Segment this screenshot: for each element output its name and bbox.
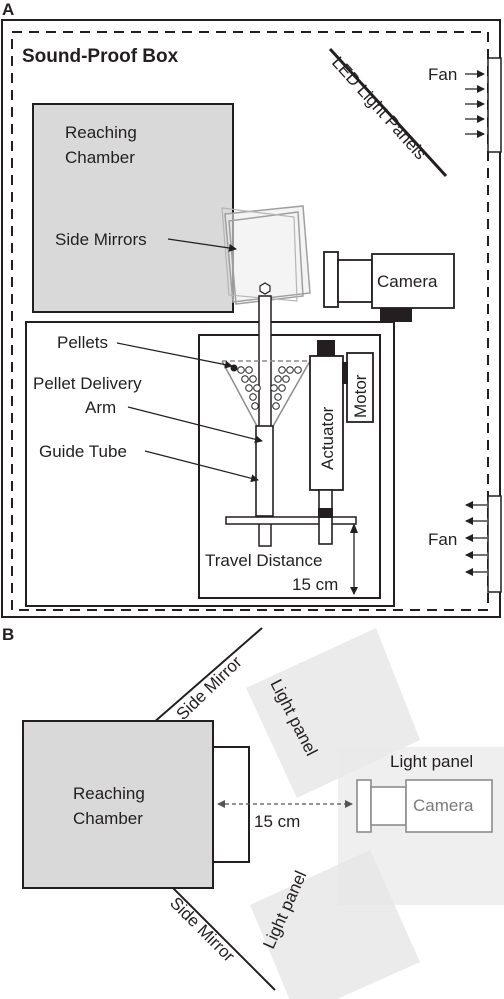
actuator-body — [309, 355, 344, 491]
actuator-label: Actuator — [318, 406, 337, 470]
reaching-chamber-a-label-1: Reaching — [65, 123, 137, 142]
led-light-panel-bar — [328, 47, 448, 178]
panel-b: B Side Mirror Side Mirror Reaching Chamb… — [2, 625, 504, 999]
side-mirror-bottom-line — [164, 879, 276, 991]
side-mirrors-pointer — [167, 238, 237, 252]
led-light-panels-label: LED Light Panels — [328, 53, 430, 163]
pellet-hopper — [221, 360, 311, 429]
fan-bottom-label: Fan — [428, 530, 457, 549]
pellet-delivery-pointer — [127, 406, 263, 444]
panel-b-letter: B — [2, 625, 14, 644]
travel-distance-arrowhead-top — [350, 523, 358, 533]
pellets-label: Pellets — [57, 333, 108, 352]
side-mirror-bottom-label: Side Mirror — [166, 893, 238, 965]
distance-label-b: 15 cm — [254, 812, 300, 831]
guide-tube-label: Guide Tube — [39, 442, 127, 461]
camera-b-label: Camera — [413, 796, 474, 815]
actuator-shaft-cap — [318, 508, 333, 518]
sound-proof-box-dashed — [11, 31, 489, 611]
pellet-delivery-label-2: Arm — [85, 398, 116, 417]
panel-a-letter: A — [2, 0, 14, 19]
guide-tube-pointer — [144, 450, 259, 483]
panel-a: A Sound-Proof Box LED Light Panels Fan F… — [1, 0, 502, 618]
camera-b — [356, 779, 493, 833]
pellet-hexagon — [259, 282, 271, 295]
sound-proof-box-title: Sound-Proof Box — [22, 46, 179, 67]
reaching-chamber-b-label-2: Chamber — [73, 809, 143, 828]
side-mirror-top-label: Side Mirror — [173, 652, 246, 724]
motor-coupling — [342, 362, 348, 384]
sound-proof-box-outer — [1, 19, 501, 618]
fan-bottom-arrows — [465, 501, 487, 576]
fan-bottom-vent — [487, 495, 502, 593]
light-panel-lower — [250, 850, 420, 999]
motor-body — [346, 352, 374, 423]
side-mirrors-a — [221, 205, 311, 305]
travel-distance-label-2: 15 cm — [292, 575, 338, 594]
delivery-housing-outer — [25, 321, 395, 607]
arm-crossbar — [225, 516, 357, 525]
fan-top-arrows — [465, 70, 485, 138]
side-mirror-top-line — [151, 627, 263, 725]
delivery-housing-inner — [198, 334, 381, 599]
camera-a — [323, 251, 455, 322]
pellet-delivery-label-1: Pellet Delivery — [33, 374, 142, 393]
fan-top-label: Fan — [428, 65, 457, 84]
pellets-pointer — [116, 342, 233, 369]
reaching-chamber-a-label-2: Chamber — [65, 148, 135, 167]
fan-top-vent — [487, 57, 502, 153]
side-mirrors-label: Side Mirrors — [55, 230, 147, 249]
light-panel-right-label: Light panel — [390, 752, 473, 771]
motor-label: Motor — [351, 374, 370, 418]
reaching-chamber-b — [22, 720, 214, 889]
pellets-in-hopper — [237, 366, 302, 410]
travel-distance-label-1: Travel Distance — [205, 551, 322, 570]
reaching-chamber-a — [32, 103, 234, 313]
reaching-chamber-b-label-1: Reaching — [73, 784, 145, 803]
guide-tube — [255, 425, 274, 517]
camera-a-label: Camera — [377, 272, 438, 291]
